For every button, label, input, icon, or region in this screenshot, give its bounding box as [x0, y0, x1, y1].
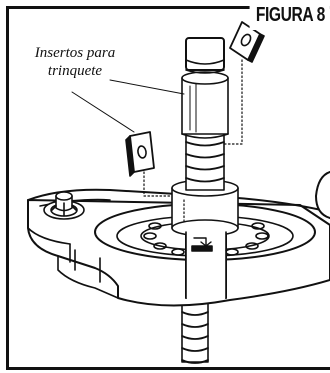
- callout-line-2: trinquete: [47, 63, 103, 79]
- wheel-edge: [315, 171, 330, 219]
- callout-label: Insertos para trinquete: [10, 44, 140, 80]
- upper-shaft: [181, 71, 229, 139]
- socket-cap: [185, 37, 225, 74]
- figure-title: FIGURA 8: [249, 0, 330, 30]
- figure-frame: [6, 6, 330, 370]
- bolt: [43, 191, 85, 220]
- ratchet-insert-left: [125, 131, 155, 177]
- callout-line-1: Insertos para: [34, 45, 116, 61]
- callout-leaders: [71, 79, 185, 133]
- upper-screw: [185, 129, 225, 191]
- ratchet-insert-right: [229, 21, 265, 63]
- dotted-guides: [143, 59, 243, 223]
